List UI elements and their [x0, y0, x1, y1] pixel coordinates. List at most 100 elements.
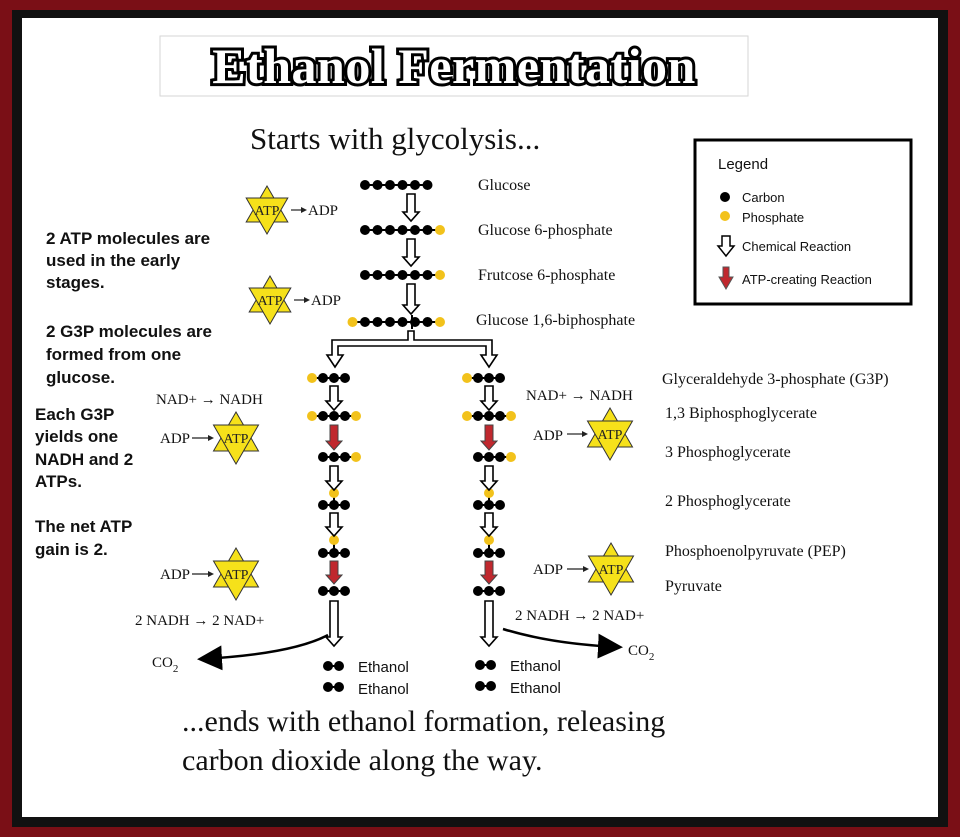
- right-arrow-bpg-to-3pg: [479, 424, 499, 451]
- legend-phosphate-label: Phosphate: [742, 210, 804, 225]
- atp-star-right-1: ATP: [586, 406, 634, 462]
- left-pep-molecule-carbon: [329, 548, 339, 558]
- legend-carbon-dot: [720, 192, 730, 202]
- legend-atp-label: ATP-creating Reaction: [742, 272, 872, 287]
- right-bpg-molecule-phosphate: [462, 411, 472, 421]
- fructose-6-phosphate-molecule-carbon: [360, 270, 370, 280]
- note-net-atp-2: gain is 2.: [35, 540, 108, 559]
- legend-atp-arrow-icon: [718, 266, 734, 290]
- arrow-f6p-to-f16bp: [401, 283, 421, 316]
- atp-star-left-2: ATP: [212, 546, 260, 602]
- note-each-g3p-2: yields one: [35, 427, 118, 446]
- ethanol-left-1-carbon: [323, 661, 333, 671]
- left-arrow-pep-to-pyruvate: [324, 560, 344, 585]
- glucose-6-phosphate-molecule-carbon: [372, 225, 383, 235]
- right-3pg-molecule-carbon: [484, 452, 494, 462]
- ethanol-right-1-carbon: [486, 660, 496, 670]
- adp-label-right-2: ADP: [533, 562, 563, 578]
- right-3pg-molecule-carbon: [495, 452, 505, 462]
- right-pep-molecule-carbon: [495, 548, 505, 558]
- note-each-g3p-4: ATPs.: [35, 472, 82, 491]
- glucose-6-phosphate-molecule-carbon: [422, 225, 433, 235]
- fructose-6-phosphate-molecule-carbon: [397, 270, 408, 280]
- left-pep-molecule-carbon: [340, 548, 350, 558]
- legend-chemical-arrow-icon: [716, 235, 736, 258]
- arrow-glucose-to-g6p: [401, 193, 421, 223]
- label-g3p: Glyceraldehyde 3-phosphate (G3P): [662, 371, 889, 388]
- note-each-g3p-3: NADH and 2: [35, 450, 133, 469]
- glucose-6-phosphate-molecule-carbon: [397, 225, 408, 235]
- adp-label-left-2: ADP: [160, 567, 190, 583]
- glucose-molecule-carbon: [422, 180, 433, 190]
- glucose-1-6-biphosphate-molecule-carbon: [372, 317, 383, 327]
- legend-title: Legend: [718, 156, 768, 173]
- note-atp-used-3: stages.: [46, 273, 105, 292]
- label-glucose-1-6-biphosphate: Glucose 1,6-biphosphate: [476, 312, 635, 329]
- ethanol-right-1-carbon: [475, 660, 485, 670]
- note-net-atp-1: The net ATP: [35, 517, 132, 536]
- label-2-phosphoglycerate: 2 Phosphoglycerate: [665, 493, 791, 510]
- right-g3p-molecule-carbon: [473, 373, 483, 383]
- ethanol-right-2: Ethanol: [510, 680, 561, 697]
- left-2pg-molecule-carbon: [340, 500, 350, 510]
- atp-star-label: ATP: [224, 568, 249, 583]
- atp-star-label: ATP: [258, 294, 283, 309]
- left-3pg-molecule-phosphate: [351, 452, 361, 462]
- fructose-6-phosphate-molecule-carbon: [385, 270, 395, 280]
- right-3pg-molecule-phosphate: [506, 452, 516, 462]
- nadh-nad-left: 2 NADH → 2 NAD+: [135, 613, 264, 629]
- atp-star-triangle: [587, 555, 635, 597]
- fructose-6-phosphate-molecule-carbon: [422, 270, 433, 280]
- label-3-phosphoglycerate: 3 Phosphoglycerate: [665, 444, 791, 461]
- atp-star-triangle: [586, 420, 634, 462]
- glucose-molecule-carbon: [372, 180, 383, 190]
- nad-nadh-right: NAD+ → NADH: [526, 388, 633, 404]
- left-2pg-phosphate: [329, 488, 339, 498]
- adp-label-2: ADP: [311, 293, 341, 309]
- right-g3p-molecule-carbon: [495, 373, 505, 383]
- ethanol-left-1-carbon: [334, 661, 344, 671]
- label-1-3-biphosphoglycerate: 1,3 Biphosphoglycerate: [665, 405, 817, 422]
- ethanol-right-2-carbon: [475, 681, 485, 691]
- left-arrow-g3p-to-bpg: [324, 385, 344, 412]
- atp-star-label: ATP: [224, 432, 249, 447]
- co2-right: CO2: [628, 643, 654, 663]
- label-pyruvate: Pyruvate: [665, 578, 722, 595]
- page-title: Ethanol Fermentation: [212, 38, 696, 94]
- adp-label-right-1: ADP: [533, 428, 563, 444]
- diagram-canvas: Ethanol Fermentation Starts with glycoly…: [22, 18, 938, 817]
- glucose-molecule-carbon: [360, 180, 370, 190]
- glucose-1-6-biphosphate-molecule-carbon: [360, 317, 370, 327]
- adp-to-atp-arrow-right-1-head: [582, 431, 588, 437]
- right-g3p-molecule-carbon: [484, 373, 494, 383]
- right-pep-molecule-carbon: [484, 548, 494, 558]
- atp-star-triangle: [245, 197, 289, 235]
- atp-star-triangle: [212, 560, 260, 602]
- left-bpg-molecule-carbon: [318, 411, 328, 421]
- label-glucose-6-phosphate: Glucose 6-phosphate: [478, 222, 613, 239]
- right-2pg-molecule-carbon: [484, 500, 494, 510]
- right-bpg-molecule-phosphate: [506, 411, 516, 421]
- left-bpg-molecule-carbon: [329, 411, 339, 421]
- left-g3p-molecule-carbon: [340, 373, 350, 383]
- note-atp-used-2: used in the early: [46, 251, 181, 270]
- right-g3p-molecule-phosphate: [462, 373, 472, 383]
- atp-star-left-1: ATP: [212, 410, 260, 466]
- co2-release-arrow-left: [197, 633, 329, 671]
- glucose-1-6-biphosphate-molecule-phosphate: [435, 317, 445, 327]
- note-atp-used-1: 2 ATP molecules are: [46, 229, 210, 248]
- atp-star-triangle: [248, 287, 292, 325]
- left-3pg-molecule-carbon: [340, 452, 350, 462]
- note-each-g3p-1: Each G3P: [35, 405, 114, 424]
- glucose-molecule-carbon: [397, 180, 408, 190]
- ethanol-left-2: Ethanol: [358, 681, 409, 698]
- atp-star-triangle: [212, 424, 260, 466]
- footer-line-1: ...ends with ethanol formation, releasin…: [182, 705, 665, 738]
- legend: Legend Carbon Phosphate Chemical Reactio…: [693, 138, 913, 306]
- glucose-1-6-biphosphate-molecule-carbon: [422, 317, 433, 327]
- atp-star-label: ATP: [255, 204, 280, 219]
- left-3pg-molecule-carbon: [318, 452, 328, 462]
- label-fructose-6-phosphate: Frutcose 6-phosphate: [478, 267, 615, 284]
- glucose-6-phosphate-molecule-phosphate: [435, 225, 445, 235]
